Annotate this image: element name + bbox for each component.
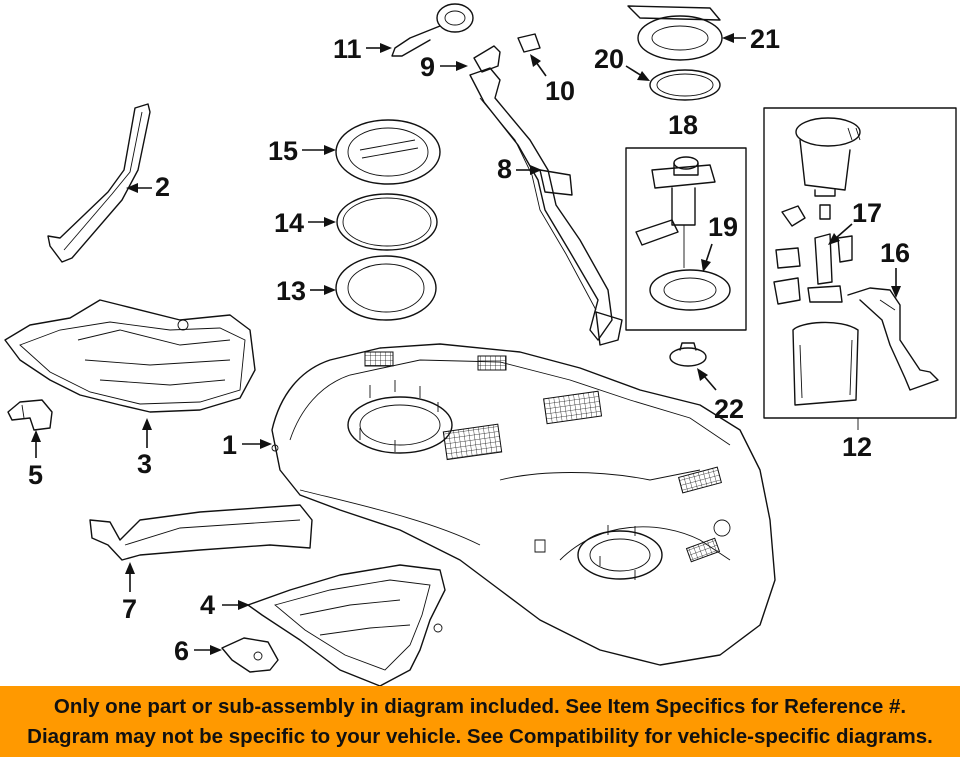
protector-part (247, 564, 446, 686)
callout-number-17: 17 (852, 198, 882, 228)
disclaimer-line-1: Only one part or sub-assembly in diagram… (53, 694, 907, 718)
callout-11: 11 (333, 34, 392, 64)
callout-number-21: 21 (750, 24, 780, 54)
callout-12: 12 (842, 418, 872, 462)
callout-22: 22 (697, 368, 744, 424)
cover-plate-part (627, 5, 723, 61)
callout-13: 13 (276, 276, 336, 306)
callout-number-13: 13 (276, 276, 306, 306)
callout-number-12: 12 (842, 432, 872, 462)
o-ring-part (336, 193, 438, 251)
gasket-part (335, 255, 437, 321)
callout-3: 3 (137, 418, 152, 479)
callout-6: 6 (174, 636, 222, 666)
callout-number-20: 20 (594, 44, 624, 74)
callout-9: 9 (420, 52, 468, 82)
clip-part (221, 637, 279, 673)
callout-number-9: 9 (420, 52, 435, 82)
bracket-left-part (7, 399, 53, 431)
lock-ring-part (335, 119, 441, 185)
callout-number-1: 1 (222, 430, 237, 460)
callout-5: 5 (28, 430, 43, 490)
callout-number-18: 18 (668, 110, 698, 140)
callout-number-7: 7 (122, 594, 137, 624)
callout-number-19: 19 (708, 212, 738, 242)
callout-number-16: 16 (880, 238, 910, 268)
callout-14: 14 (274, 208, 336, 238)
callout-7: 7 (122, 562, 137, 624)
filler-pipe-part (469, 67, 623, 346)
seal-part (517, 33, 541, 53)
fuel-tank-part (271, 343, 776, 666)
callout-15: 15 (268, 136, 336, 166)
callout-10: 10 (530, 54, 575, 106)
callout-number-2: 2 (155, 172, 170, 202)
callout-number-15: 15 (268, 136, 298, 166)
fuel-system-exploded-diagram: 1 2 3 4 5 6 7 8 9 10 11 12 (4, 3, 957, 686)
callout-number-14: 14 (274, 208, 304, 238)
callout-8: 8 (497, 154, 542, 184)
grommet-part (669, 342, 707, 367)
callout-2: 2 (126, 172, 170, 202)
callout-1: 1 (222, 430, 272, 460)
filler-bracket-part (473, 45, 501, 73)
heat-shield-part (4, 299, 256, 413)
callout-number-3: 3 (137, 449, 152, 479)
callout-16: 16 (880, 238, 910, 298)
fuel-cap-part (391, 3, 474, 57)
callout-number-10: 10 (545, 76, 575, 106)
callout-17: 17 (828, 198, 882, 245)
callout-number-11: 11 (333, 34, 362, 64)
tank-strap-part (47, 103, 151, 263)
callout-number-8: 8 (497, 154, 512, 184)
callout-number-6: 6 (174, 636, 189, 666)
pump-gasket-part (649, 269, 731, 311)
fuel-pump-assembly-box (625, 147, 747, 331)
disclaimer-banner: Only one part or sub-assembly in diagram… (0, 686, 960, 757)
callout-19: 19 (701, 212, 738, 272)
callout-number-5: 5 (28, 460, 43, 490)
callout-18: 18 (668, 110, 698, 140)
callout-number-22: 22 (714, 394, 744, 424)
callout-number-4: 4 (200, 590, 215, 620)
callout-20: 20 (594, 44, 650, 81)
retainer-gasket-part (649, 69, 721, 101)
callout-4: 4 (200, 590, 250, 620)
side-protector-part (89, 504, 313, 561)
disclaimer-line-2: Diagram may not be specific to your vehi… (27, 724, 933, 748)
sender-assembly-box (763, 107, 957, 419)
callout-21: 21 (722, 24, 780, 54)
